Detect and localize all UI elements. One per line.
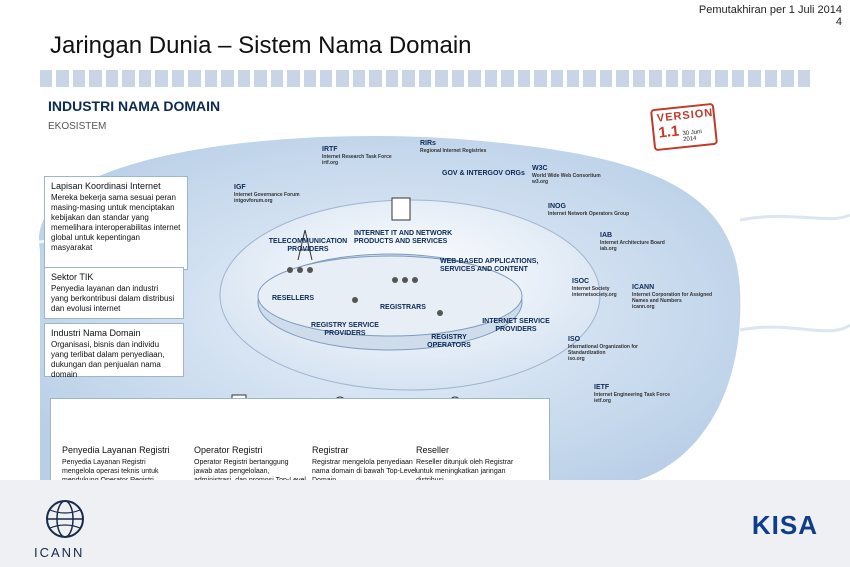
panel-text: Penyedia layanan dan industri yang berko… (51, 284, 175, 313)
server-icon (391, 197, 411, 221)
panel-domain-industry: Industri Nama Domain Organisasi, bisnis … (44, 323, 184, 379)
footer (0, 480, 850, 567)
panel-title: Industri Nama Domain (51, 328, 141, 338)
page-number: 4 (835, 16, 842, 28)
panel-text: Mereka bekerja sama sesuai peran masing-… (51, 193, 181, 252)
panel-ict-sector: Sektor TIK Penyedia layanan dan industri… (44, 267, 184, 319)
diagram-subtitle: EKOSISTEM (48, 121, 107, 132)
org-gov: GOV & INTERGOV ORGs (442, 170, 525, 177)
sector-registrars: REGISTRARS (380, 304, 426, 311)
sector-telecom: TELECOMMUNICATION PROVIDERS (268, 238, 348, 253)
roles-panel (50, 398, 550, 484)
ecosystem-graphic (0, 135, 850, 485)
kisa-logo: KISA (751, 510, 818, 540)
header-note: Pemutakhiran per 1 Juli 2014 4 (699, 4, 842, 28)
update-note: Pemutakhiran per 1 Juli 2014 (698, 4, 842, 16)
diagram-title: INDUSTRI NAMA DOMAIN (48, 98, 221, 114)
panel-coordination: Lapisan Koordinasi Internet Mereka beker… (44, 176, 188, 270)
antenna-icon (297, 229, 313, 261)
slide-title: Jaringan Dunia – Sistem Nama Domain (50, 32, 472, 59)
panel-title: Sektor TIK (51, 272, 94, 282)
sector-internet-it: INTERNET IT AND NETWORK PRODUCTS AND SER… (354, 230, 453, 245)
icann-globe-icon (46, 500, 84, 538)
sector-web-apps: WEB-BASED APPLICATIONS, SERVICES AND CON… (440, 258, 539, 273)
sector-resellers: RESELLERS (272, 295, 315, 302)
panel-text: Organisasi, bisnis dan individu yang ter… (51, 340, 165, 379)
sector-isp: INTERNET SERVICE PROVIDERS (482, 318, 550, 333)
title-bar (40, 70, 811, 87)
people-icons (287, 267, 443, 316)
icann-logo-text: ICANN (34, 545, 85, 560)
sector-rsp: REGISTRY SERVICE PROVIDERS (311, 322, 379, 337)
sector-ro: REGISTRY OPERATORS (427, 334, 471, 349)
panel-title: Lapisan Koordinasi Internet (51, 181, 161, 191)
